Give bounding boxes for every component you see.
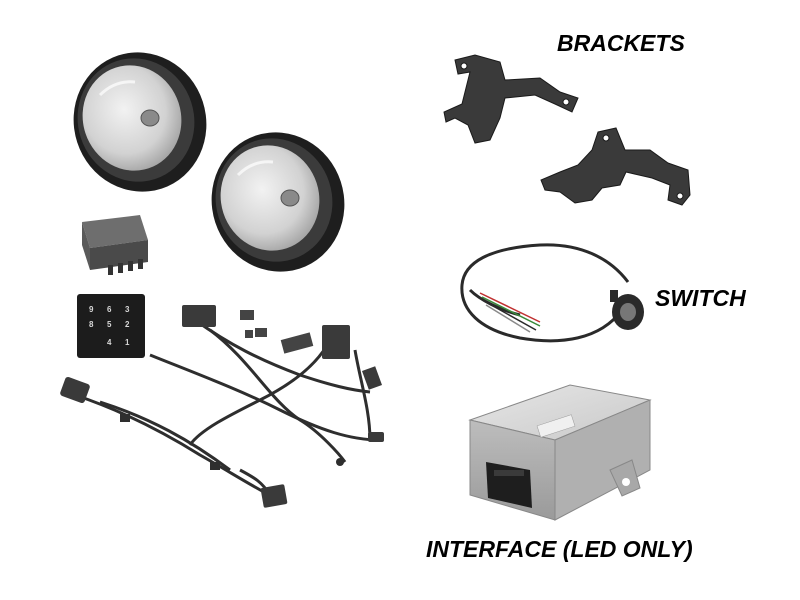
harness-connectors bbox=[60, 305, 384, 508]
fog-lamp-left bbox=[73, 52, 207, 192]
fog-lamp-right bbox=[211, 132, 345, 272]
brackets-label: BRACKETS bbox=[557, 30, 685, 56]
mounting-bracket-lower bbox=[540, 127, 691, 206]
mounting-bracket-upper bbox=[443, 54, 579, 144]
switch-label: SWITCH bbox=[655, 285, 746, 311]
relay-pin-6: 6 bbox=[107, 305, 112, 314]
relay-pin-5: 5 bbox=[107, 320, 112, 329]
relay-pin-9: 9 bbox=[89, 305, 94, 314]
relay-module bbox=[82, 215, 148, 275]
relay-pin-1: 1 bbox=[125, 338, 130, 347]
relay-pin-8: 8 bbox=[89, 320, 94, 329]
wiring-harness bbox=[74, 318, 381, 500]
relay-pin-label-card bbox=[77, 294, 145, 358]
led-interface-box bbox=[468, 384, 652, 521]
switch-assembly bbox=[460, 243, 644, 343]
relay-pin-2: 2 bbox=[125, 320, 130, 329]
relay-pin-3: 3 bbox=[125, 305, 130, 314]
relay-pin-4: 4 bbox=[107, 338, 112, 347]
interface-label: INTERFACE (LED ONLY) bbox=[426, 536, 693, 562]
